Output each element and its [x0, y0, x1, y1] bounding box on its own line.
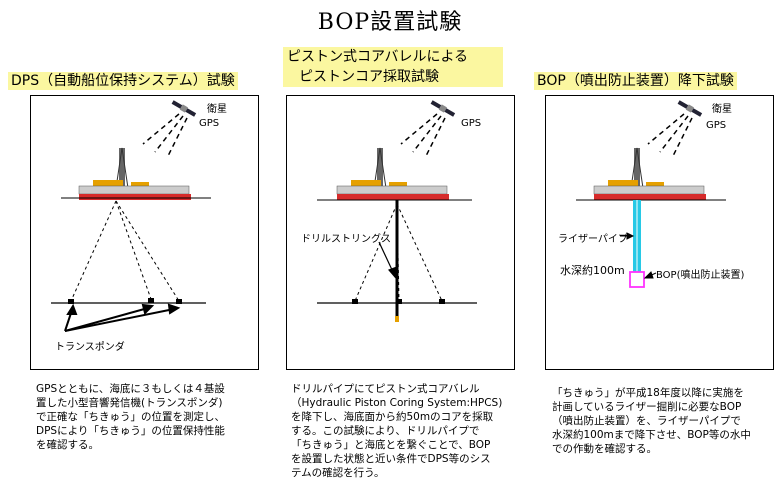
- bop-icon: [629, 271, 645, 288]
- ship-icon: [78, 147, 191, 200]
- satellite-icon: [677, 100, 703, 117]
- satellite-icon: [430, 100, 456, 117]
- satellite-label: 衛星: [207, 104, 227, 115]
- gps-signal-lines: [647, 113, 693, 159]
- panel-piston: GPS ドリルストリングス: [286, 95, 515, 370]
- transponder-icon: [352, 299, 358, 304]
- page-title: BOP設置試験: [317, 10, 463, 35]
- gps-label: GPS: [199, 118, 220, 129]
- transponder-icon: [148, 298, 154, 303]
- transponder-label: トランスポンダ: [55, 342, 125, 353]
- section-dps-title: DPS（自動船位保持システム）試験: [8, 70, 238, 90]
- panel-bop: 衛星 GPS ライザーパイプ 水深約100m BOP(噴出防止装置): [545, 95, 774, 370]
- ship-icon: [593, 147, 706, 200]
- ship-icon: [336, 147, 449, 200]
- transponder-icon: [176, 299, 182, 304]
- gps-label: GPS: [706, 120, 727, 131]
- drill-string-label: ドリルストリングス: [301, 234, 391, 245]
- bop-diagram: [576, 100, 726, 288]
- gps-label: GPS: [461, 118, 482, 129]
- piston-description: ドリルパイプにてピストン式コアバレル （Hydraulic Piston Cor…: [291, 383, 503, 479]
- satellite-icon: [171, 100, 197, 117]
- dps-diagram: [51, 100, 211, 332]
- depth-label: 水深約100m: [560, 264, 625, 277]
- riser-pipe-label: ライザーパイプ: [558, 234, 628, 245]
- gps-signal-lines: [142, 113, 188, 159]
- bop-description: 「ちきゅう」が平成18年度以降に実施を 計画しているライザー掘削に必要なBOP …: [552, 387, 751, 455]
- drill-string-arrow: [378, 241, 398, 279]
- dps-description: GPSとともに、海底に３もしくは４基設 置した小型音響発信機(トランスポンダ) …: [36, 383, 225, 451]
- transponder-arrows: [64, 303, 181, 332]
- section-bop-title: BOP（噴出防止装置）降下試験: [534, 70, 737, 90]
- piston-diagram: [317, 100, 477, 322]
- bop-label: BOP(噴出防止装置): [656, 270, 745, 281]
- transponder-icon: [68, 299, 74, 304]
- satellite-label: 衛星: [712, 104, 732, 115]
- section-piston-title: ピストン式コアバレルによる ピストンコア採取試験: [283, 47, 503, 87]
- transponder-icon: [439, 299, 445, 304]
- gps-signal-lines: [400, 113, 446, 159]
- transponder-icon: [396, 299, 402, 304]
- panel-dps: 衛星 GPS トランスポンダ: [30, 95, 259, 370]
- acoustic-lines: [70, 200, 180, 302]
